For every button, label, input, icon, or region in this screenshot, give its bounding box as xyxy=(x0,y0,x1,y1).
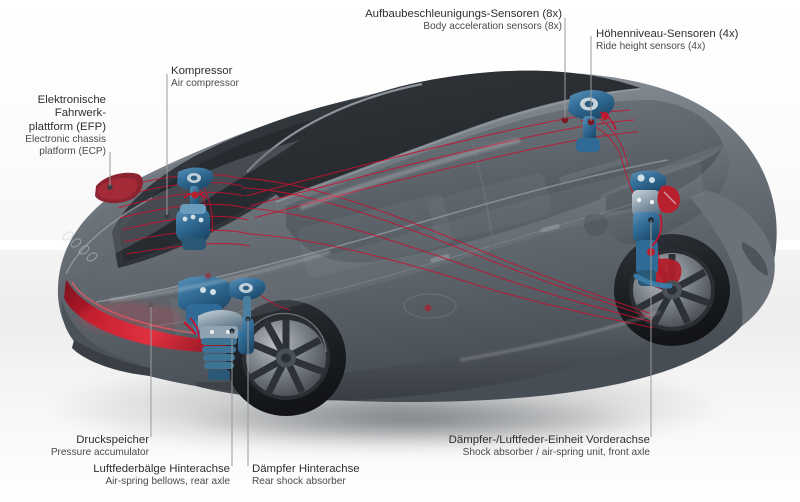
label-front-shock-air-spring-unit: Dämpfer-/Luftfeder-Einheit Vorderachse S… xyxy=(449,434,650,459)
rear-window-inner xyxy=(120,106,374,262)
label-pressure-accumulator-en: Pressure accumulator xyxy=(50,447,149,459)
label-front-unit-de: Dämpfer-/Luftfeder-Einheit Vorderachse xyxy=(448,434,650,446)
rear-window xyxy=(112,92,392,268)
front-wheel xyxy=(614,234,730,346)
air-compressor-shape xyxy=(176,191,210,250)
rear-upper-mount-shape xyxy=(177,167,214,212)
door-handle-rear xyxy=(430,254,450,263)
front-brake-caliper-shape xyxy=(645,258,682,289)
front-strut-assembly-shape xyxy=(630,170,680,289)
label-body-acceleration-sensors-de: Aufbaubeschleunigungs-Sensoren (8x) xyxy=(365,8,562,20)
label-air-compressor-de: Kompressor xyxy=(171,65,233,77)
ghosted-underbody xyxy=(170,157,704,336)
label-pressure-accumulator-de: Druckspeicher xyxy=(76,434,149,446)
ecp-module-shape xyxy=(95,172,143,204)
label-air-compressor: Kompressor Air compressor xyxy=(171,65,239,90)
tail-light-bloom xyxy=(78,302,182,334)
sensor-nodes xyxy=(107,116,654,334)
label-rear-shock-absorber: Dämpfer Hinterachse Rear shock absorber xyxy=(252,463,360,488)
door-shutline xyxy=(477,239,493,327)
body-highlights xyxy=(109,137,661,362)
leader-arrowhead-pressure-accumulator xyxy=(148,301,154,307)
label-ecp-de-3: plattform (EFP) xyxy=(28,120,106,133)
label-ride-height-sensors-en: Ride height sensors (4x) xyxy=(596,41,706,53)
label-ride-height-sensors-de: Höhenniveau-Sensoren (4x) xyxy=(596,28,739,40)
door-handle-front xyxy=(540,224,560,233)
front-air-intake xyxy=(742,242,768,276)
label-rear-air-spring-bellows: Luftfederbälge Hinterachse Air-spring be… xyxy=(93,463,230,488)
front-door-shutline xyxy=(579,211,607,301)
label-body-acceleration-sensors-en: Body acceleration sensors (8x) xyxy=(423,21,562,33)
label-ride-height-sensors: Höhenniveau-Sensoren (4x) Ride height se… xyxy=(596,28,738,53)
roof-rail xyxy=(246,82,423,173)
windshield-dark xyxy=(606,148,722,212)
label-ecp-de-2: Fahrwerk- xyxy=(54,107,106,120)
shoulder-line xyxy=(95,159,669,303)
label-ecp-en-2: platform (ECP) xyxy=(39,146,106,158)
label-ecp-en-1: Electronic chassis xyxy=(25,134,106,146)
rear-bumper xyxy=(61,300,140,367)
label-ecp-de-1: Elektronische xyxy=(37,94,106,106)
roof-edge-rear xyxy=(275,88,641,203)
tail-light-glow xyxy=(71,281,253,338)
label-electronic-chassis-platform: Elektronische Fahrwerk- plattform (EFP) … xyxy=(25,94,106,158)
b-pillar xyxy=(469,135,493,237)
wiring-harness-lines xyxy=(111,109,661,341)
spoiler-lip xyxy=(64,140,300,284)
label-rear-air-spring-de: Luftfederbälge Hinterachse xyxy=(93,463,230,475)
roof-panel xyxy=(250,70,640,198)
side-glass xyxy=(286,100,724,263)
label-air-compressor-en: Air compressor xyxy=(171,78,239,90)
label-rear-shock-absorber-en: Rear shock absorber xyxy=(252,476,346,488)
pressure-accumulator-shape xyxy=(178,276,233,336)
label-rear-shock-absorber-de: Dämpfer Hinterachse xyxy=(252,463,360,475)
label-front-unit-en: Shock absorber / air-spring unit, front … xyxy=(462,447,650,459)
vehicle-body xyxy=(57,70,777,403)
front-upper-mount-shape xyxy=(568,90,617,152)
windshield xyxy=(600,145,730,245)
side-mirror xyxy=(584,214,609,236)
spoiler-edge xyxy=(65,197,153,275)
tail-light-bar xyxy=(64,278,262,353)
body-shell xyxy=(57,72,777,403)
label-rear-air-spring-en: Air-spring bellows, rear axle xyxy=(105,476,230,488)
rear-damper-shape xyxy=(229,277,266,354)
label-body-acceleration-sensors: Aufbaubeschleunigungs-Sensoren (8x) Body… xyxy=(365,8,562,33)
character-line xyxy=(109,191,677,331)
brand-rings xyxy=(62,231,98,262)
front-fender xyxy=(690,190,775,326)
roof-shade xyxy=(250,70,640,198)
label-pressure-accumulator: Druckspeicher Pressure accumulator xyxy=(51,434,149,459)
